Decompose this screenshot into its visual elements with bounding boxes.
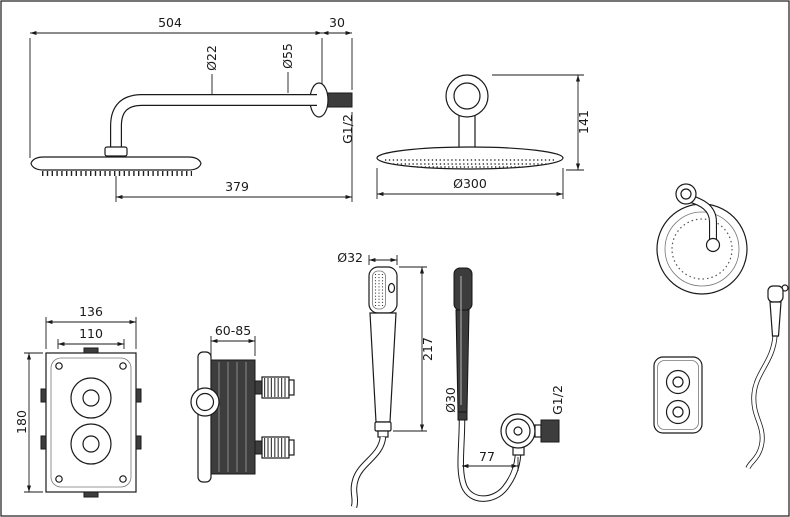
mode-button — [387, 282, 396, 294]
flange-inner — [453, 82, 481, 110]
dim-label-outlet-offset: 77 — [479, 449, 495, 464]
view-head-front: Ø300 141 — [376, 74, 591, 199]
dim-label-depth-range: 60-85 — [215, 323, 251, 338]
dim-label-outer-width: 136 — [79, 304, 103, 319]
spindle-stem-top — [254, 380, 263, 395]
outlet-thread-block — [540, 419, 560, 443]
dim-label-wall-inset: 30 — [329, 15, 345, 30]
port-left-lower — [40, 435, 47, 450]
view-valve-side: 60-85 — [190, 323, 295, 483]
screw-icon — [55, 475, 63, 483]
dim-label-handset-diameter: Ø32 — [337, 250, 363, 265]
valve-body-side — [210, 359, 256, 475]
dim-label-drop-height: 141 — [576, 110, 591, 134]
port-top — [83, 347, 99, 354]
dim-label-inner-width: 110 — [79, 326, 103, 341]
port-right-lower — [135, 435, 142, 450]
handset-handle — [369, 312, 397, 423]
shower-arm — [110, 94, 317, 152]
screw-icon — [119, 475, 127, 483]
spindle-stem-bottom — [254, 440, 263, 455]
port-left-upper — [40, 388, 47, 403]
view-wall-outlet: Ø30 G1/2 77 — [443, 267, 565, 502]
drop-tube — [458, 111, 476, 153]
side-port-inner — [195, 392, 215, 412]
screw-icon — [55, 362, 63, 370]
port-right-upper — [135, 388, 142, 403]
assembly-shower-head — [656, 203, 748, 295]
screw-icon — [119, 362, 127, 370]
assembly-handset-handle — [769, 301, 782, 337]
view-assembly — [653, 183, 789, 470]
shower-head-side — [30, 156, 202, 171]
dim-label-height: 180 — [14, 410, 29, 434]
assembly-arm-nut — [705, 237, 721, 253]
dim-label-escutcheon-diameter: Ø55 — [280, 43, 295, 69]
dark-handset-nut — [457, 411, 468, 421]
dim-label-thread: G1/2 — [340, 114, 355, 144]
dim-label-holder-diameter: Ø30 — [443, 387, 458, 413]
dim-label-projection: 379 — [225, 179, 249, 194]
valve-plate-side — [197, 351, 212, 483]
dim-label-outlet-thread: G1/2 — [550, 385, 565, 415]
dark-handset-head — [453, 267, 473, 311]
view-valve-front: 136 110 180 — [14, 304, 142, 498]
view-arm-side: 504 30 Ø22 Ø55 G1/2 379 — [29, 15, 355, 202]
assembly-valve-plate — [653, 356, 703, 434]
dim-label-overall-length: 504 — [158, 15, 182, 30]
dim-label-arm-diameter: Ø22 — [204, 45, 219, 71]
arm-head-connector — [104, 146, 128, 157]
valve-box — [45, 352, 137, 493]
assembly-handset-head — [767, 285, 784, 303]
shower-head-front — [376, 146, 564, 170]
hose-nut — [374, 421, 392, 432]
dim-label-handset-length: 217 — [420, 337, 435, 361]
spray-face — [372, 270, 386, 310]
port-bottom — [83, 491, 99, 498]
view-hand-shower: Ø32 217 — [337, 250, 435, 509]
dim-label-head-diameter: Ø300 — [453, 176, 487, 191]
